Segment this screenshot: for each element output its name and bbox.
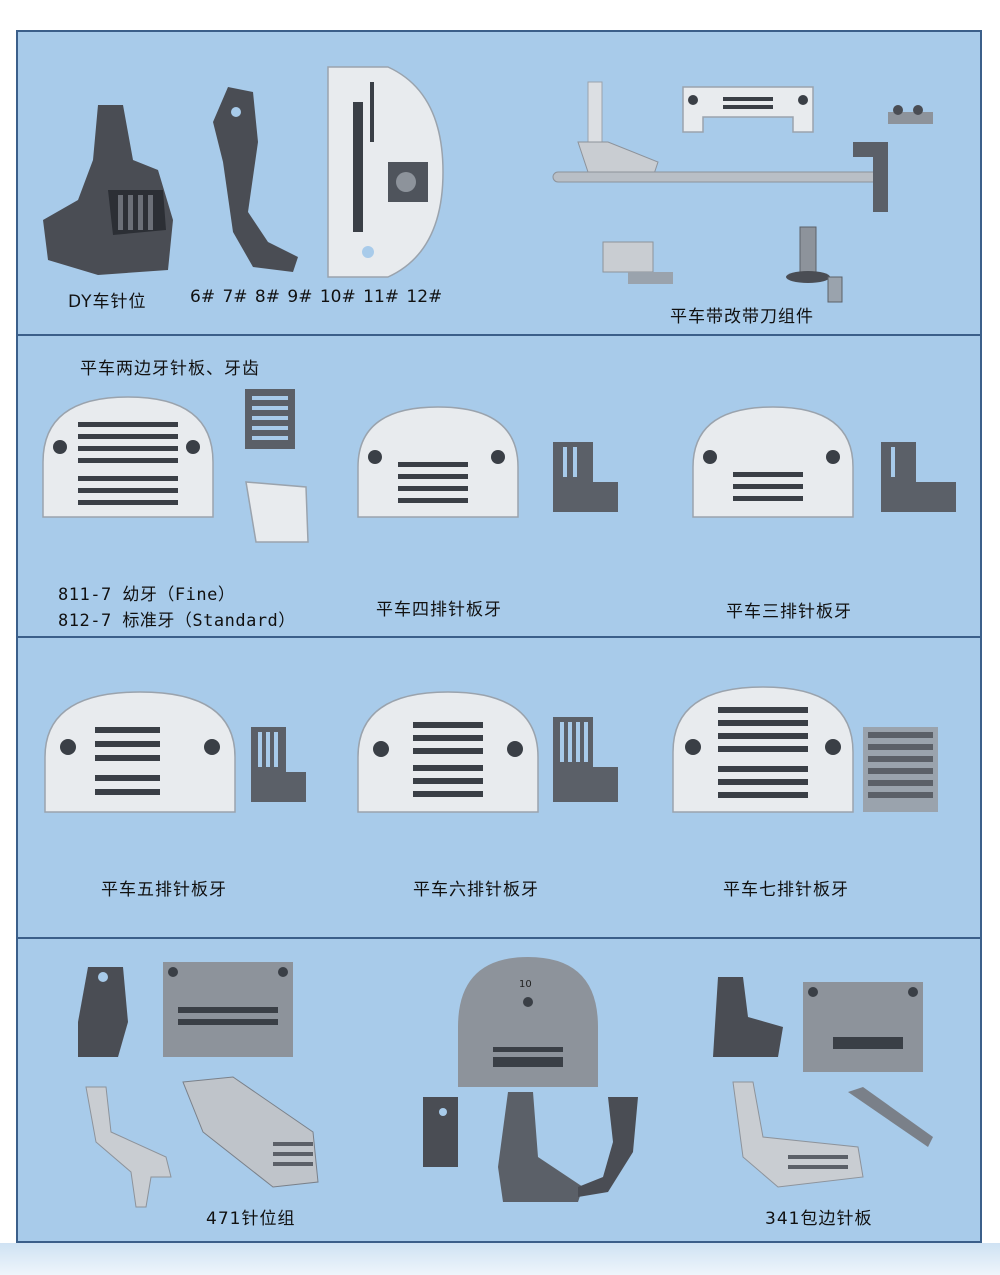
presser-foot-471-image: [85, 1086, 172, 1208]
two-side-plate-title: 平车两边牙针板、牙齿: [80, 359, 260, 379]
needle-plate-471-image: [163, 962, 293, 1057]
feed-dog-341-image: [713, 977, 783, 1057]
feed-dog-six-row-image: [553, 717, 618, 802]
divider-3: [18, 937, 980, 939]
feed-dog-round-set-image: [423, 1097, 458, 1167]
feed-dog-silver-image: [245, 481, 309, 543]
hemming-341-caption: 341包边针板: [765, 1209, 873, 1229]
needle-foot-image: [213, 87, 298, 272]
needle-plate-seven-row-image: [672, 686, 854, 813]
four-row-caption: 平车四排针板牙: [376, 600, 502, 620]
feed-dog-471-image: [78, 967, 128, 1057]
presser-foot-round-set-image: [498, 1092, 583, 1202]
seven-row-caption: 平车七排针板牙: [723, 880, 849, 900]
five-row-caption: 平车五排针板牙: [101, 880, 227, 900]
feed-dog-seven-row-wide-image: [863, 727, 938, 812]
knife-kit-caption: 平车带改带刀组件: [670, 307, 814, 327]
dy-presser-foot-image: [43, 105, 173, 275]
needle-plate-three-row-image: [692, 406, 854, 518]
knife-foot-image: [577, 81, 659, 178]
feed-dog-small-image: [602, 241, 673, 284]
size-list: 6# 7# 8# 9# 10# 11# 12#: [190, 287, 443, 307]
needle-plate-five-row-image: [44, 691, 236, 813]
hinged-foot-round-set-image: [578, 1097, 638, 1197]
spring-arm-341-image: [848, 1087, 933, 1147]
feed-dog-seven-row-image: [245, 389, 295, 449]
standard-teeth-code: 812-7 标准牙（Standard）: [58, 611, 296, 631]
knife-rod-image: [552, 105, 933, 212]
presser-foot-341-image: [732, 1081, 864, 1188]
plate-bracket-image: [682, 86, 814, 133]
plate-number: 10: [519, 979, 532, 990]
presser-foot-toothed-image: [182, 1076, 319, 1188]
needle-plate-341-image: [803, 982, 923, 1072]
bobbin-shaft-image: [786, 226, 843, 303]
gauge-471-caption: 471针位组: [206, 1209, 296, 1229]
three-row-caption: 平车三排针板牙: [726, 602, 852, 622]
needle-plate-seven-slot-image: [42, 396, 214, 518]
needle-plate-vertical-image: [327, 66, 444, 278]
needle-plate-four-row-image: [357, 406, 519, 518]
feed-dog-four-row-image: [553, 442, 618, 512]
needle-plate-round-image: 10: [458, 957, 598, 1087]
needle-plate-six-row-image: [357, 691, 539, 813]
bottom-fade: [0, 1243, 1000, 1275]
feed-dog-five-row-image: [251, 727, 306, 802]
feed-dog-three-row-image: [881, 442, 956, 512]
divider-1: [18, 334, 980, 336]
dy-needle-caption: DY车针位: [68, 292, 147, 312]
fine-teeth-code: 811-7 幼牙（Fine）: [58, 585, 236, 605]
six-row-caption: 平车六排针板牙: [413, 880, 539, 900]
catalog-page: DY车针位 6# 7# 8# 9# 10# 11# 12# 平车带改带刀组件 平…: [16, 30, 982, 1243]
divider-2: [18, 636, 980, 638]
